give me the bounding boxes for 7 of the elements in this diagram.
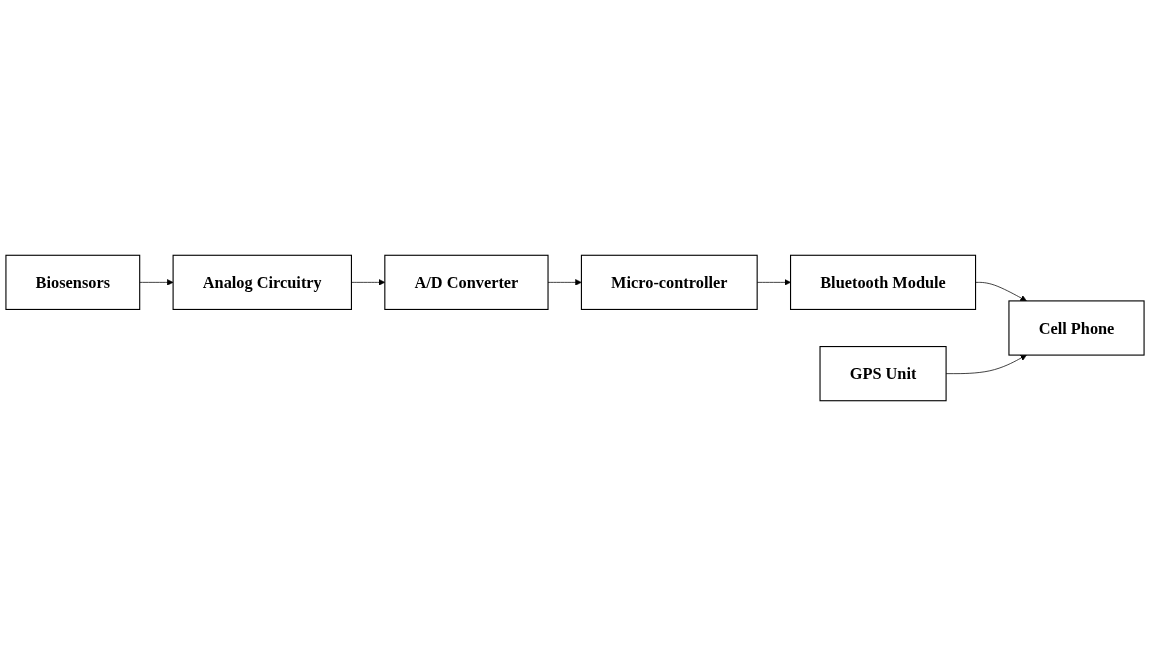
node-box: Analog Circuitry (172, 254, 352, 310)
node-box: Bluetooth Module (790, 254, 977, 310)
node-box: A/D Converter (384, 254, 549, 310)
node-box: GPS Unit (819, 346, 947, 402)
node-box: Micro-controller (580, 254, 758, 310)
node-box: Biosensors (5, 254, 141, 310)
node-box: Cell Phone (1008, 300, 1145, 356)
